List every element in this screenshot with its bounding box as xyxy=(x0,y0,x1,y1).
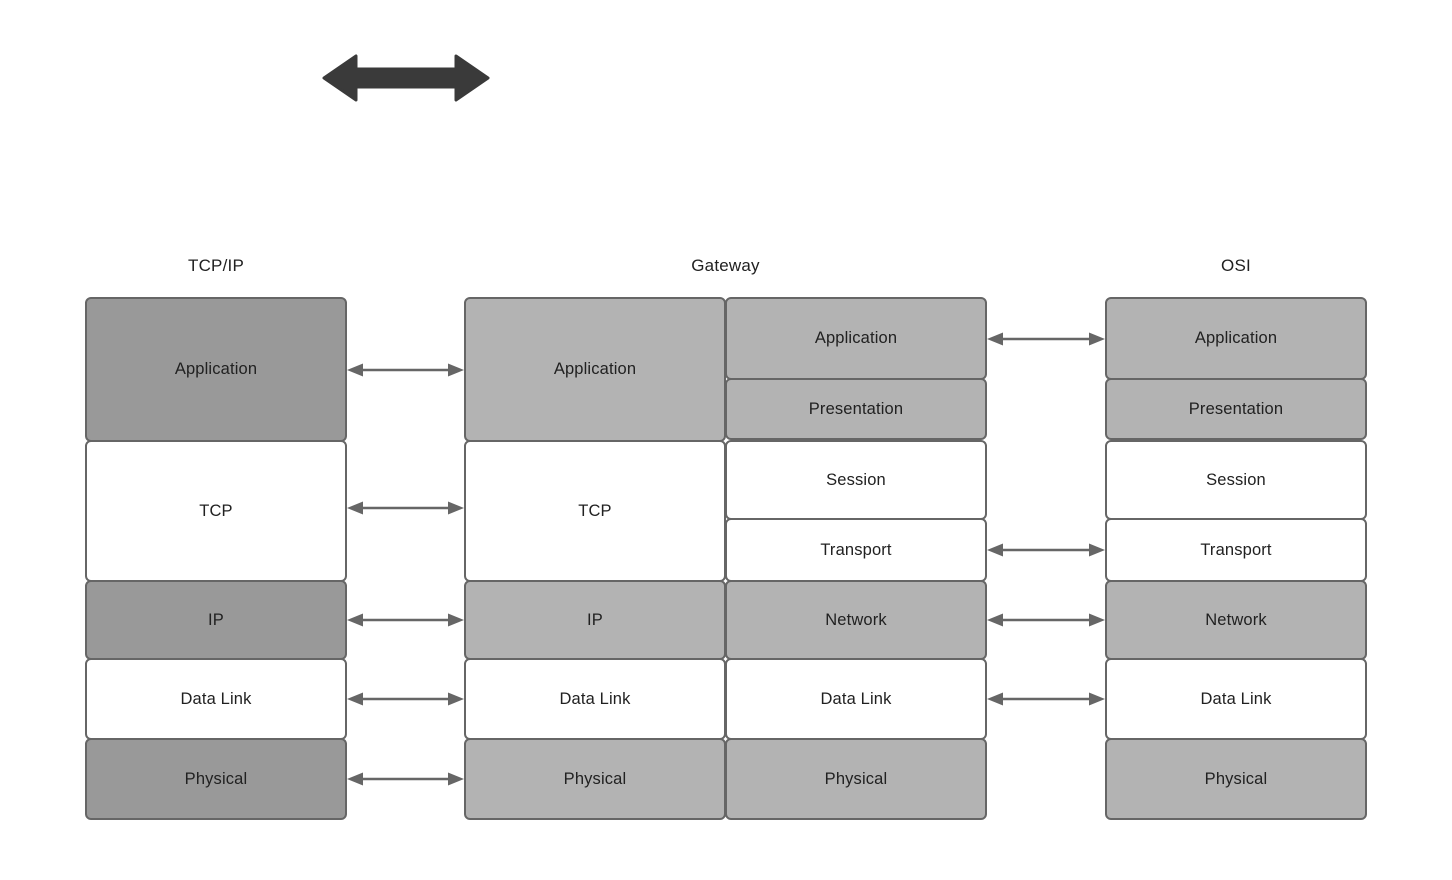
connector-tcpip-gateway-tcp xyxy=(347,495,464,521)
tcpip-layer-ip[interactable]: IP xyxy=(85,580,347,660)
osi-layer-presentation[interactable]: Presentation xyxy=(1105,378,1367,440)
gateway-left-layer-application[interactable]: Application xyxy=(464,297,726,442)
column-title-osi: OSI xyxy=(1221,256,1251,275)
gateway-right-layer-presentation[interactable]: Presentation xyxy=(725,378,987,440)
connector-tcpip-gateway-ip xyxy=(347,607,464,633)
osi-layer-network[interactable]: Network xyxy=(1105,580,1367,660)
connector-gateway-osi-transport xyxy=(987,537,1105,563)
gateway-left-layer-ip[interactable]: IP xyxy=(464,580,726,660)
gateway-right-layer-physical[interactable]: Physical xyxy=(725,738,987,820)
osi-layer-session[interactable]: Session xyxy=(1105,440,1367,520)
tcpip-layer-application[interactable]: Application xyxy=(85,297,347,442)
tcpip-layer-tcp[interactable]: TCP xyxy=(85,440,347,582)
gateway-right-layer-transport[interactable]: Transport xyxy=(725,518,987,582)
osi-layer-application[interactable]: Application xyxy=(1105,297,1367,380)
tcpip-layer-data-link[interactable]: Data Link xyxy=(85,658,347,740)
gateway-right-layer-application[interactable]: Application xyxy=(725,297,987,380)
column-title-gateway: Gateway xyxy=(691,256,760,275)
gateway-right-layer-data-link[interactable]: Data Link xyxy=(725,658,987,740)
connector-tcpip-gateway-data-link xyxy=(347,686,464,712)
osi-layer-physical[interactable]: Physical xyxy=(1105,738,1367,820)
gateway-right-layer-network[interactable]: Network xyxy=(725,580,987,660)
gateway-right-layer-session[interactable]: Session xyxy=(725,440,987,520)
osi-layer-data-link[interactable]: Data Link xyxy=(1105,658,1367,740)
connector-gateway-osi-network xyxy=(987,607,1105,633)
connector-gateway-osi-data-link xyxy=(987,686,1105,712)
gateway-left-layer-tcp[interactable]: TCP xyxy=(464,440,726,582)
bidirectional-arrow-icon xyxy=(322,52,490,104)
gateway-left-layer-physical[interactable]: Physical xyxy=(464,738,726,820)
tcpip-layer-physical[interactable]: Physical xyxy=(85,738,347,820)
column-title-tcpip: TCP/IP xyxy=(188,256,244,275)
osi-layer-transport[interactable]: Transport xyxy=(1105,518,1367,582)
connector-tcpip-gateway-application xyxy=(347,357,464,383)
connector-gateway-osi-application xyxy=(987,326,1105,352)
connector-tcpip-gateway-physical xyxy=(347,766,464,792)
gateway-left-layer-data-link[interactable]: Data Link xyxy=(464,658,726,740)
